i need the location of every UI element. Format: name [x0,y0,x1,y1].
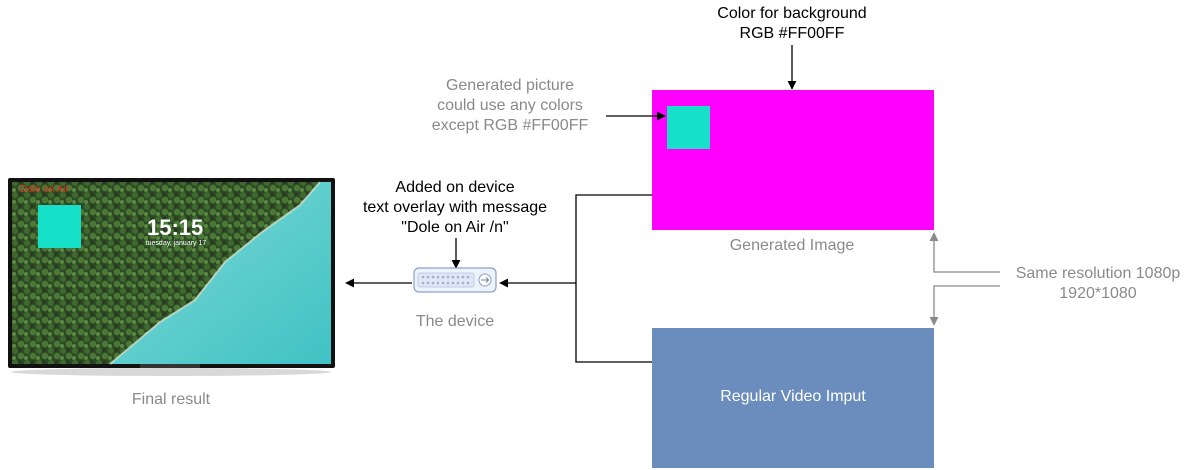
label-gen-pic-line2: could use any colors [437,97,583,114]
label-generated-picture: Generated picture could use any colors e… [416,76,604,136]
tv-date: tuesday, january 17 [145,240,207,247]
generated-picture-square [667,106,710,149]
label-final-result: Final result [131,391,211,408]
arrow-same-res-up [929,232,1000,273]
connector-inputs [575,194,652,363]
label-overlay-line3: "Dole on Air /n" [401,219,509,236]
television-icon [8,178,335,376]
label-overlay-line2: text overlay with message [362,199,548,216]
set-top-box-icon [413,267,497,293]
label-the-device: The device [415,313,495,330]
label-same-res-line1: Same resolution 1080p [1015,265,1181,282]
label-overlay: Added on device text overlay with messag… [340,178,570,238]
label-same-resolution: Same resolution 1080p 1920*1080 [1000,264,1196,304]
label-color-background: Color for background RGB #FF00FF [692,4,892,44]
label-color-bg-line1: Color for background [717,5,867,22]
label-same-res-line2: 1920*1080 [1059,285,1137,302]
label-color-bg-line2: RGB #FF00FF [739,25,845,42]
label-regular-video: Regular Video Imput [720,388,866,405]
label-generated-image: Generated Image [729,237,855,254]
regular-video-box [652,328,934,468]
tv-time: 15:15 [147,215,204,240]
label-gen-pic-line1: Generated picture [445,77,575,94]
tv-overlay-text: Dole on Air [20,184,69,195]
label-gen-pic-line3: except RGB #FF00FF [431,117,589,134]
arrow-same-res-down [929,285,1000,326]
label-overlay-line1: Added on device [395,179,515,196]
